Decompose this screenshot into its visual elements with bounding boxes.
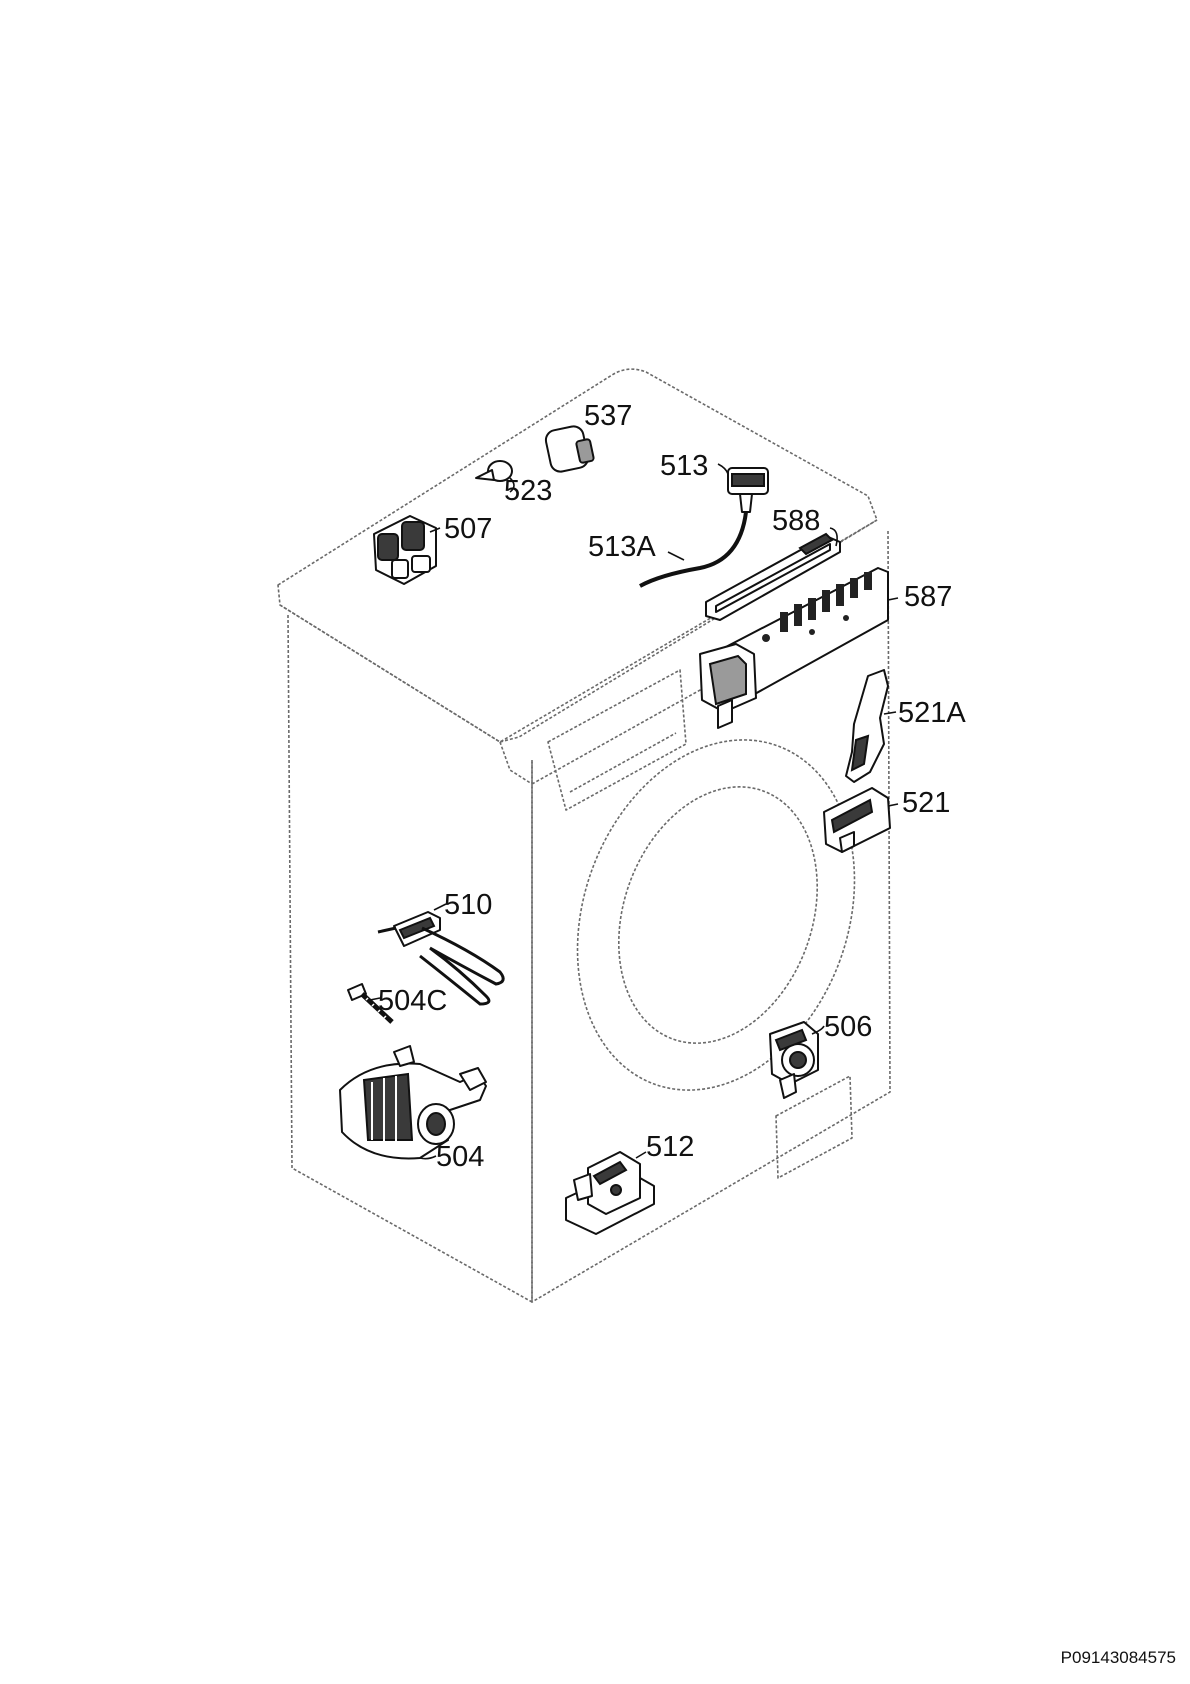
part-506-drain-pump: 506 [769,1011,872,1099]
part-588-panel-cover: 588 [705,505,841,621]
callout-513a: 513A [588,531,656,563]
part-523: 523 [475,460,552,507]
callout-510: 510 [444,889,492,921]
callout-521: 521 [902,787,950,819]
part-510-heating-element: 510 [377,889,505,1006]
part-507-inlet-valve: 507 [373,513,492,585]
callout-537: 537 [584,400,632,432]
part-521a-door-lever: 521A [845,669,966,783]
callout-588: 588 [772,505,820,537]
part-513-pressure-switch: 513 [660,450,769,513]
callout-506: 506 [824,1011,872,1043]
callout-504: 504 [436,1141,484,1173]
callout-512: 512 [646,1131,694,1163]
callout-521a: 521A [898,697,966,729]
callout-513: 513 [660,450,708,482]
part-587-electronic-module: 587 [699,567,952,729]
part-537-capacitor: 537 [544,400,632,473]
callout-504c: 504C [378,985,447,1017]
part-504c-bolt: 504C [347,983,447,1024]
callout-507: 507 [444,513,492,545]
drawing-code: P09143084575 [1060,1648,1176,1667]
part-521-door-interlock: 521 [823,787,950,853]
callout-587: 587 [904,581,952,613]
part-512-bracket: 512 [565,1131,694,1235]
part-513a-hose: 513A [588,511,748,588]
part-504-motor: 504 [339,1045,487,1173]
callout-523: 523 [504,475,552,507]
